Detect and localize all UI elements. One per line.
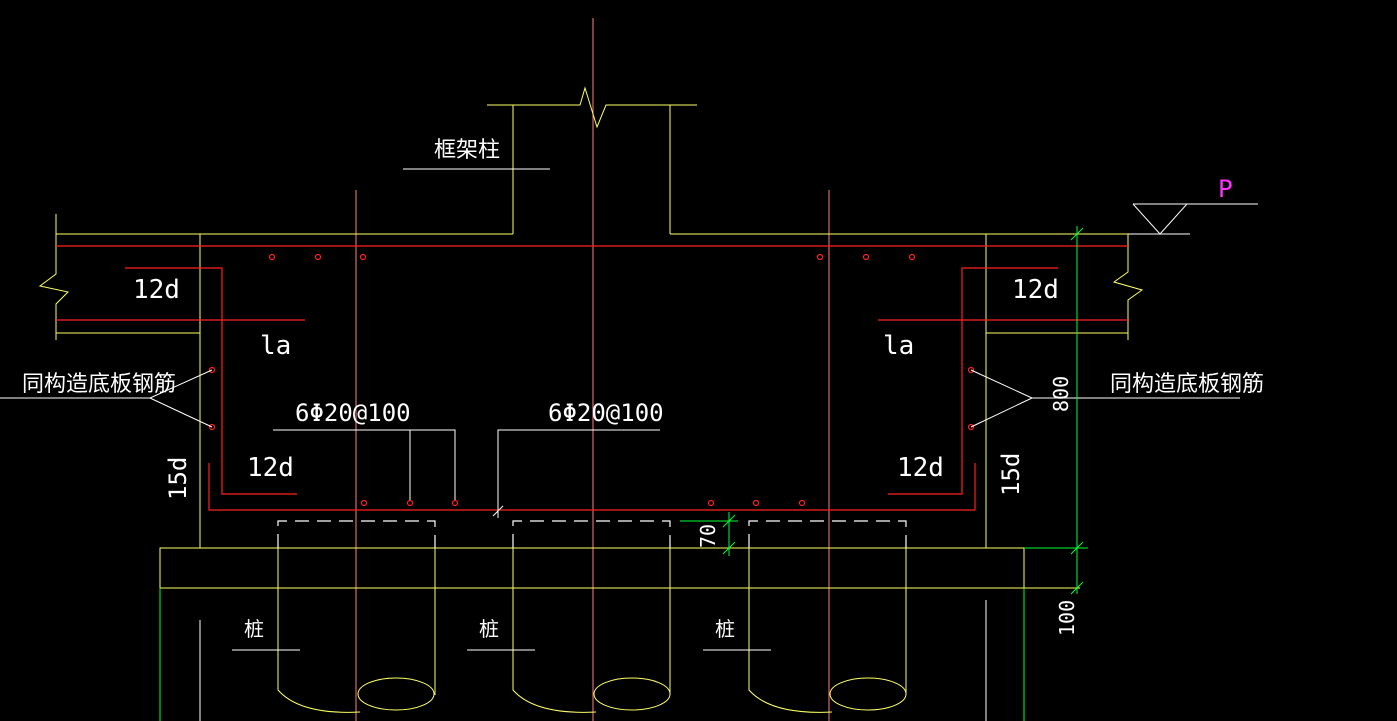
label-dim-800: 800 [1049,376,1073,412]
pile-2-head [512,520,671,548]
elevation-triangle [1132,203,1189,235]
rebar-dots [208,253,975,507]
slab-leader-right-a [970,369,1033,399]
label-pile-2: 桩 [479,617,499,641]
bottom-dot [707,499,715,507]
slab-leader-left-a [149,369,213,399]
pile-1-head [277,520,436,548]
dim-tick-bot [1070,581,1084,595]
pile-2-end [593,677,671,711]
bottom-dot [752,499,760,507]
top-dot [816,253,824,261]
label-rebar-spec-left: 6Φ20@100 [295,399,411,427]
labels: 框架柱 P 12d 12d la la 12d 12d 同构造底板钢筋 同构造底… [22,138,1264,641]
top-dot [862,253,870,261]
pile-1-end [357,677,435,711]
bottom-dot [451,499,459,507]
rebar-leader-left [273,429,456,500]
top-dot [268,253,276,261]
side-dot [208,423,216,431]
dim-70-tick-b [722,541,736,555]
bottom-dot [406,499,414,507]
label-load-p: P [1218,175,1232,203]
rebar [56,245,1128,511]
rebar-leader-right [497,429,660,518]
dimensions [159,226,1088,721]
right-side-bar [888,267,1058,495]
top-dot [314,253,322,261]
piles [277,548,907,713]
label-frame-column: 框架柱 [434,138,500,163]
pile-3 [748,548,907,713]
dim-tick-top [1070,227,1084,241]
label-pile-3: 桩 [715,617,735,641]
concrete-outline [38,86,1144,713]
leaders [0,168,1258,651]
pile-embedment [277,520,907,548]
label-dim-70: 70 [696,524,720,548]
side-dot [967,366,975,374]
label-la-right: la [883,331,914,361]
side-dot [967,423,975,431]
slab-break-left [38,214,70,340]
slab-break-right [1112,234,1144,340]
pile-3-head [748,520,907,548]
bottom-mat [208,463,976,511]
label-la-left: la [260,331,291,361]
pile-1 [277,548,436,713]
side-dot [208,366,216,374]
bottom-dot [360,499,368,507]
left-side-bar [125,267,297,495]
centerlines [355,18,830,721]
leader-tick [492,505,504,517]
label-12d-bottom-right: 12d [897,453,944,483]
label-pile-1: 桩 [244,617,264,641]
slab-leader-right-b [970,397,1033,428]
label-15d-left: 15d [164,457,192,500]
lower-edges [199,600,987,721]
label-12d-bottom-left: 12d [247,453,294,483]
label-rebar-spec-right: 6Φ20@100 [548,399,664,427]
bottom-dot [798,499,806,507]
label-dim-100: 100 [1055,600,1079,636]
label-12d-top-left: 12d [133,275,180,305]
top-dot [359,253,367,261]
pile-3-end [829,677,907,711]
top-dot [908,253,916,261]
column-outline [487,86,697,129]
slab-leader-left-b [149,397,213,428]
label-slab-rebar-right: 同构造底板钢筋 [1110,372,1264,397]
pile-2 [512,548,671,713]
label-slab-rebar-left: 同构造底板钢筋 [22,372,176,397]
label-15d-right: 15d [997,453,1025,496]
label-12d-top-right: 12d [1012,275,1059,305]
cushion-layer [159,547,1025,589]
